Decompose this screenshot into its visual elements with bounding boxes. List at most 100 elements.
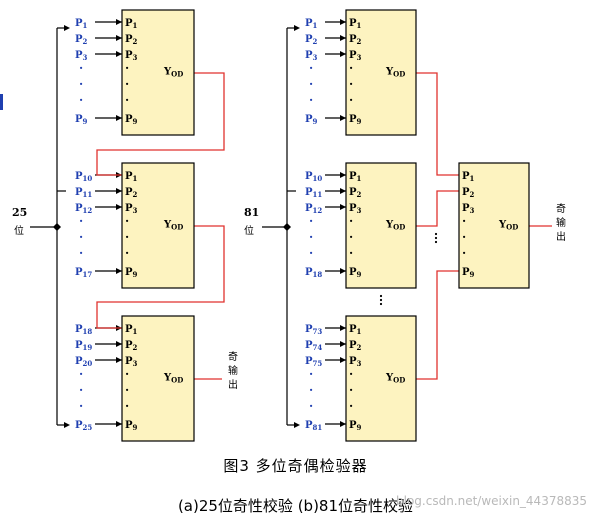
left-output-char: 输 (228, 364, 238, 377)
right-gates-ellipsis (379, 294, 383, 298)
left-gate-3-input-arrow (116, 341, 122, 347)
left-gate-1-output-label: YOD (163, 67, 183, 79)
right-gate-1-input-arrow (340, 115, 346, 121)
right-gate-2-input-arrow (340, 204, 346, 210)
left-gate-1-input-label: P2 (75, 34, 88, 46)
left-gate-3-pin-label: P9 (125, 420, 138, 432)
left-gate-3-pin-label: P2 (125, 340, 138, 352)
left-gate-1-input-dot: · (79, 61, 83, 75)
left-gate-3-input-arrow (116, 421, 122, 427)
left-bus-width: 25 (12, 206, 27, 219)
right-gate-1-pin-dot: · (349, 93, 353, 107)
right-gate-3-input-label: P73 (305, 324, 322, 336)
right-gate-1-pin-label: P9 (349, 114, 362, 126)
left-bus-junction (53, 223, 61, 231)
right-final-gate-box (458, 162, 530, 289)
right-gate-2-input-label: P10 (305, 171, 322, 183)
right-gate-3-pin-label: P2 (349, 340, 362, 352)
right-gate-2-pin-label: P3 (349, 203, 362, 215)
left-bus-unit: 位 (14, 224, 24, 237)
left-gate-2-pin-label: P3 (125, 203, 138, 215)
left-gate-2-input-dot: · (79, 230, 83, 244)
right-gate-3-input-arrow (340, 341, 346, 347)
left-gate-1-pin-label: P3 (125, 50, 138, 62)
right-gate-3-input-label: P74 (305, 340, 322, 352)
right-gate-2-input-label: P11 (305, 187, 322, 199)
right-final-gate-pin-label: P1 (462, 171, 475, 183)
left-gate-1-input-label: P1 (75, 18, 88, 30)
right-gate-2-input-label: P12 (305, 203, 322, 215)
left-gate-3-input-label: P25 (75, 420, 92, 432)
right-gate-2-pin-dot: · (349, 230, 353, 244)
right-gate-3-input-arrow (340, 421, 346, 427)
right-gate-1-pin-label: P1 (349, 18, 362, 30)
right-bus-width: 81 (244, 206, 259, 219)
left-output-char: 出 (228, 378, 238, 391)
right-output-char: 输 (556, 216, 566, 229)
right-gate-1-input-arrow (340, 19, 346, 25)
right-gate-3-input-label: P81 (305, 420, 322, 432)
left-gate-3-pin-dot: · (125, 399, 129, 413)
left-bus-bottom-arrow (64, 422, 70, 428)
right-gate-3-pin-dot: · (349, 383, 353, 397)
right-gate-3-pin-label: P1 (349, 324, 362, 336)
right-gate-1-pin-label: P2 (349, 34, 362, 46)
left-gate-3-input-label: P20 (75, 356, 92, 368)
left-gate-2-input-label: P10 (75, 171, 92, 183)
left-gate-1-input-arrow (116, 115, 122, 121)
left-gate-2-pin-label: P1 (125, 171, 138, 183)
left-gate-2-input-arrow (116, 268, 122, 274)
left-gate-1-input-dot: · (79, 77, 83, 91)
right-gate-2-output-label: YOD (385, 220, 405, 232)
left-chain-link-2 (96, 225, 225, 329)
gate-layer (121, 9, 530, 442)
right-bus-unit: 位 (244, 224, 254, 237)
right-bus-junction (283, 223, 291, 231)
right-gate-1-input-label: P2 (305, 34, 318, 46)
right-gate-2-input-arrow (340, 268, 346, 274)
left-gate-2-input-label: P17 (75, 267, 92, 279)
left-gate-1-input-arrow (116, 35, 122, 41)
left-gate-2-input-dot: · (79, 246, 83, 260)
right-final-gate-pin-dot: · (462, 214, 466, 228)
right-final-gate-output-label: YOD (498, 220, 518, 232)
left-bus-top-arrow (64, 25, 70, 31)
right-link-2 (416, 190, 459, 227)
left-gate-1-input-label: P9 (75, 114, 88, 126)
right-links-ellipsis (434, 240, 438, 244)
left-gate-2-input-label: P11 (75, 187, 92, 199)
right-gate-1-input-arrow (340, 51, 346, 57)
right-gate-1-pin-dot: · (349, 77, 353, 91)
right-gate-3-input-arrow (340, 357, 346, 363)
right-gate-2-input-arrow (340, 188, 346, 194)
right-gates-ellipsis (379, 298, 383, 302)
left-gate-1-pin-label: P2 (125, 34, 138, 46)
right-link-1 (416, 72, 459, 176)
left-gate-2-box (121, 162, 195, 289)
left-gate-1-pin-dot: · (125, 77, 129, 91)
left-gate-2-pin-dot: · (125, 230, 129, 244)
left-gate-3-input-dot: · (79, 383, 83, 397)
left-gate-1-input-arrow (116, 51, 122, 57)
figure-title: 图3 多位奇偶检验器 (223, 457, 368, 475)
right-gate-1-input-dot: · (309, 93, 313, 107)
left-gate-1-pin-label: P1 (125, 18, 138, 30)
right-links-ellipsis (434, 236, 438, 240)
right-gate-1-input-arrow (340, 35, 346, 41)
left-gate-2-input-arrow (116, 188, 122, 194)
left-gate-3-input-label: P18 (75, 324, 92, 336)
left-gate-3-box (121, 315, 195, 442)
left-gate-1-box (121, 9, 195, 136)
figure-subtitle: (a)25位奇性校验 (b)81位奇性校验 (177, 497, 414, 515)
right-gate-3-pin-label: P3 (349, 356, 362, 368)
right-link-3 (416, 270, 459, 380)
watermark-text: blog.csdn.net/weixin_44378835 (396, 494, 587, 508)
left-gate-2-input-dot: · (79, 214, 83, 228)
right-gate-3-input-dot: · (309, 399, 313, 413)
left-gate-1-pin-label: P9 (125, 114, 138, 126)
right-final-gate-pin-label: P2 (462, 187, 475, 199)
right-gate-3-input-dot: · (309, 367, 313, 381)
right-gate-3-pin-label: P9 (349, 420, 362, 432)
left-output-char: 奇 (228, 350, 238, 363)
right-gate-2-pin-dot: · (349, 246, 353, 260)
